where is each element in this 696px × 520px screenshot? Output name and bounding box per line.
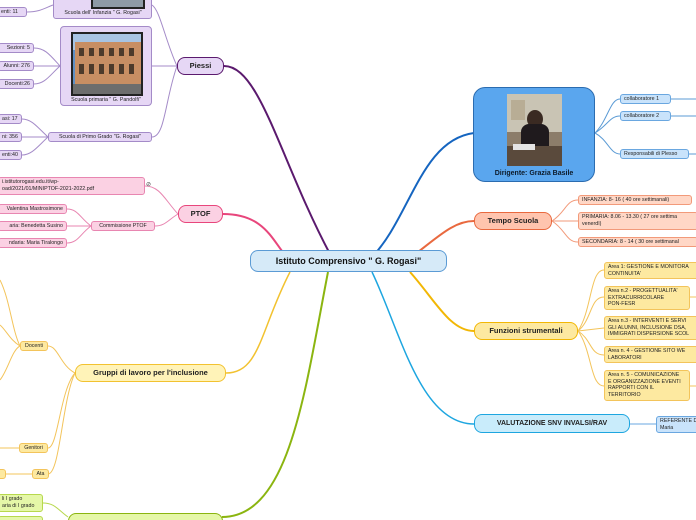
area-1-line2: CONTINUITA' [608, 270, 641, 277]
funzione-area-2[interactable]: Area n.2 - PROGETTUALITA' EXTRACURRICOLA… [604, 286, 690, 310]
infanzia-photo [91, 0, 145, 9]
green-branch-node[interactable] [68, 513, 223, 520]
ptof-member-3[interactable]: ndaria: Maria Tiralongo [0, 238, 67, 248]
area-3-line1: Area n.3 - INTERVENTI E SERVI [608, 318, 687, 324]
commissione-ptof[interactable]: Commissione PTOF [91, 221, 155, 231]
collaboratore-1[interactable]: collaboratore 1 [620, 94, 671, 104]
funzione-area-5[interactable]: Area n. 5 - COMUNICAZIONE E ORGANIZZAZIO… [604, 370, 690, 401]
green-leaf-line1: li I grado [2, 496, 23, 502]
collaboratore-2[interactable]: collaboratore 2 [620, 111, 671, 121]
area-4-line1: Area n. 4 - GESTIONE SITO WE [608, 348, 686, 354]
tempo-scuola-node[interactable]: Tempo Scuola [474, 212, 552, 230]
tempo-primaria-line1: PRIMARIA: 8.06 - 13.30 ( 27 ore settima [582, 214, 678, 220]
infanzia-plesso[interactable]: Scuola dell' Infanzia " G. Rogasi" [53, 0, 152, 19]
gruppi-genitori[interactable]: Genitori [19, 443, 48, 453]
responsabili-plesso[interactable]: Responsabili di Plesso [620, 149, 689, 159]
tempo-primaria-line2: venerdì) [582, 220, 602, 227]
area-3-line2: GLI ALUNNI, INCLUSIONE DSA, [608, 324, 687, 331]
ptof-node[interactable]: PTOF [178, 205, 223, 223]
primaria-plesso[interactable]: Scuola primaria " G. Pandolfi" [60, 26, 152, 106]
central-topic[interactable]: Istituto Comprensivo " G. Rogasi" [250, 250, 447, 272]
tempo-infanzia[interactable]: INFANZIA: 8- 16 ( 40 ore settimanali) [578, 195, 692, 205]
tempo-secondaria[interactable]: SECONDARIA: 8 - 14 ( 30 ore settimanal [578, 237, 696, 247]
dirigente-node[interactable]: Dirigente: Grazia Basile [473, 87, 595, 182]
funzione-area-1[interactable]: Area 1: GESTIONE E MONITORA CONTINUITA' [604, 262, 696, 279]
ptof-member-2[interactable]: aria: Benedetta Susino [0, 221, 67, 231]
dirigente-photo [507, 94, 562, 166]
secondaria-plesso[interactable]: Scuola di Primo Grado "G. Rogasi" [48, 132, 152, 142]
plessi-node[interactable]: Piessi [177, 57, 224, 75]
referente-valutazione[interactable]: REFERENTE D Maria [656, 416, 696, 433]
area-5-line3: RAPPORTI CON IL [608, 385, 655, 391]
area-1-line1: Area 1: GESTIONE E MONITORA [608, 264, 689, 270]
funzione-area-4[interactable]: Area n. 4 - GESTIONE SITO WE LABORATORI [604, 346, 696, 363]
area-2-line2: EXTRACURRICOLARE [608, 294, 665, 301]
primaria-docenti[interactable]: Docenti:26 [0, 79, 34, 89]
gruppi-ata[interactable]: Ata [32, 469, 49, 479]
ptof-link-line1: i.istitutorogasi.edu.it/wp- [2, 179, 59, 185]
gruppi-docenti[interactable]: Docenti [20, 341, 48, 351]
green-leaf-1[interactable]: li I grado aria di I grado [0, 494, 43, 512]
primaria-sezioni[interactable]: Sezioni: 5 [0, 43, 34, 53]
green-leaf-line2: aria di I grado [2, 502, 35, 509]
dirigente-label: Dirigente: Grazia Basile [494, 170, 574, 177]
funzioni-strumentali-node[interactable]: Funzioni strumentali [474, 322, 578, 340]
secondaria-docenti[interactable]: enti:40 [0, 150, 22, 160]
ptof-link-line2: oad/2021/01/MINIPTOF-2021-2022.pdf [2, 185, 95, 192]
valutazione-node[interactable]: VALUTAZIONE SNV INVALSI/RAV [474, 414, 630, 433]
tempo-primaria[interactable]: PRIMARIA: 8.06 - 13.30 ( 27 ore settima … [578, 212, 696, 230]
area-5-line1: Area n. 5 - COMUNICAZIONE [608, 372, 680, 378]
referente-line1: REFERENTE D [660, 418, 696, 424]
funzione-area-3[interactable]: Area n.3 - INTERVENTI E SERVI GLI ALUNNI… [604, 316, 696, 340]
primaria-caption: Scuola primaria " G. Pandolfi" [71, 97, 141, 103]
secondaria-classi[interactable]: asi: 17 [0, 114, 22, 124]
ptof-member-1[interactable]: Valentina Mastrosimone [0, 204, 67, 214]
area-3-line3: IMMIGRATI DISPERSIONE SCOL [608, 331, 690, 337]
area-4-line2: LABORATORI [608, 354, 642, 361]
link-icon[interactable]: ⊘ [146, 182, 152, 188]
ptof-link[interactable]: i.istitutorogasi.edu.it/wp- oad/2021/01/… [0, 177, 145, 195]
ata-child-stub[interactable] [0, 469, 6, 479]
green-leaf-2[interactable] [0, 516, 43, 520]
gruppi-inclusione-node[interactable]: Gruppi di lavoro per l'inclusione [75, 364, 226, 382]
infanzia-caption: Scuola dell' Infanzia " G. Rogasi" [64, 10, 142, 16]
area-5-line2: E ORGANIZZAZIONE EVENTI [608, 378, 681, 385]
secondaria-alunni[interactable]: ni: 356 [0, 132, 22, 142]
primaria-alunni[interactable]: Alunni: 276 [0, 61, 34, 71]
infanzia-docenti[interactable]: enti: 11 [0, 7, 27, 17]
area-5-line4: TERRITORIO [608, 391, 641, 398]
referente-line2: Maria [660, 424, 674, 431]
area-2-line3: PON-FESR [608, 301, 636, 307]
area-2-line1: Area n.2 - PROGETTUALITA' [608, 288, 678, 294]
primaria-photo [71, 32, 143, 96]
